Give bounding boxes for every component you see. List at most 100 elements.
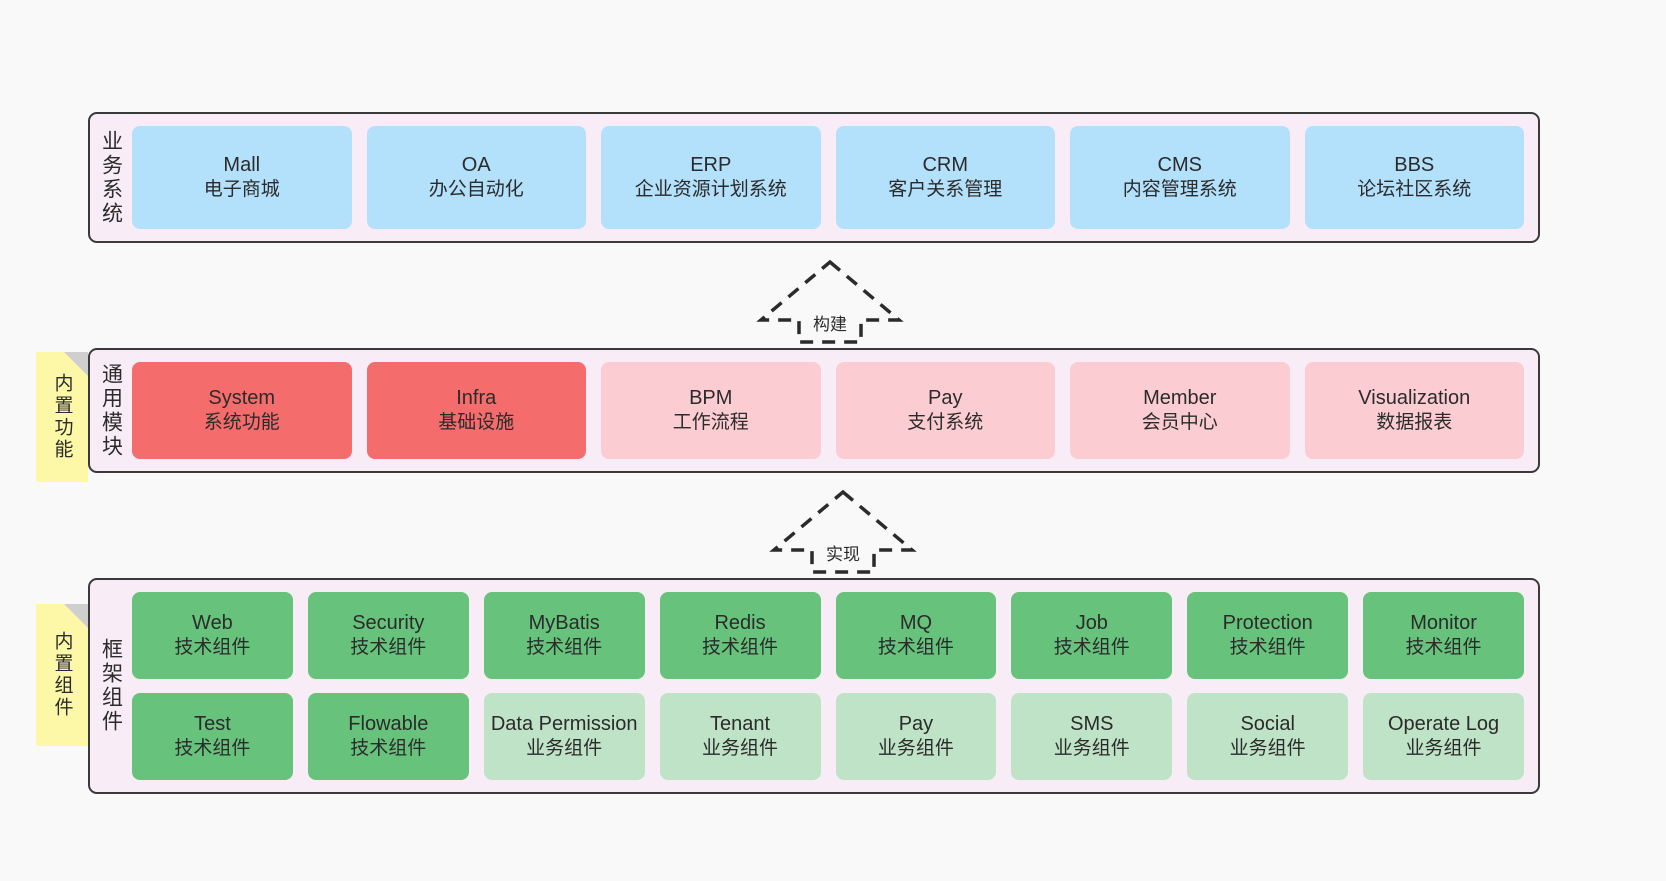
module-name-cn: 会员中心 <box>1141 412 1218 434</box>
module-name-en: Web <box>192 611 233 634</box>
module-name-en: CRM <box>922 153 969 176</box>
module-name-cn: 技术组件 <box>1053 637 1130 659</box>
module-name-cn: 技术组件 <box>174 637 251 659</box>
module-box-bpm[interactable]: BPM 工作流程 <box>601 362 821 459</box>
layer-title: 框架组件 <box>99 638 123 734</box>
module-box-visualization[interactable]: Visualization 数据报表 <box>1304 362 1524 459</box>
module-name-cn: 业务组件 <box>877 738 954 760</box>
module-name-en: Protection <box>1222 611 1313 634</box>
module-box-pay-business[interactable]: Pay 业务组件 <box>835 693 997 780</box>
module-name-cn: 技术组件 <box>350 637 427 659</box>
module-name-en: BBS <box>1394 153 1435 176</box>
module-row-business: Test 技术组件 Flowable 技术组件 Data Permission … <box>132 693 1524 780</box>
layer-framework-components: 框架组件 Web 技术组件 Security 技术组件 MyBatis 技术组件… <box>88 578 1540 794</box>
module-name-cn: 技术组件 <box>526 637 603 659</box>
module-name-en: Pay <box>898 712 934 735</box>
module-name-cn: 数据报表 <box>1376 412 1453 434</box>
folded-corner-icon <box>64 352 88 376</box>
side-note-builtin-components: 内置组件 <box>36 604 88 746</box>
module-name-en: Member <box>1143 386 1217 409</box>
module-box-member[interactable]: Member 会员中心 <box>1070 362 1290 459</box>
arrow-label: 构建 <box>811 310 849 335</box>
module-name-cn: 技术组件 <box>1405 637 1482 659</box>
module-name-cn: 技术组件 <box>877 637 954 659</box>
module-name-cn: 技术组件 <box>702 637 779 659</box>
module-box-cms[interactable]: CMS 内容管理系统 <box>1070 126 1290 229</box>
module-box-erp[interactable]: ERP 企业资源计划系统 <box>601 126 821 229</box>
module-name-en: CMS <box>1157 153 1202 176</box>
module-box-mall[interactable]: Mall 电子商城 <box>132 126 352 229</box>
module-box-infra[interactable]: Infra 基础设施 <box>366 362 586 459</box>
module-name-en: Flowable <box>348 712 429 735</box>
module-name-en: BPM <box>689 386 733 409</box>
layer-title: 通用模块 <box>99 362 123 459</box>
module-name-en: SMS <box>1070 712 1114 735</box>
module-name-cn: 办公自动化 <box>428 179 524 201</box>
module-name-en: MyBatis <box>528 611 600 634</box>
module-box-sms[interactable]: SMS 业务组件 <box>1011 693 1173 780</box>
arrow-implement: 实现 <box>768 488 918 574</box>
module-name-en: ERP <box>690 153 732 176</box>
module-name-en: Visualization <box>1358 386 1471 409</box>
module-box-crm[interactable]: CRM 客户关系管理 <box>835 126 1055 229</box>
module-name-cn: 客户关系管理 <box>888 179 1003 201</box>
module-name-en: System <box>208 386 276 409</box>
module-row-tech: Web 技术组件 Security 技术组件 MyBatis 技术组件 Redi… <box>132 592 1524 679</box>
module-box-tenant[interactable]: Tenant 业务组件 <box>659 693 821 780</box>
module-name-en: Test <box>194 712 231 735</box>
module-name-en: Monitor <box>1410 611 1477 634</box>
module-name-cn: 业务组件 <box>702 738 779 760</box>
module-box-operate-log[interactable]: Operate Log 业务组件 <box>1363 693 1524 780</box>
module-name-cn: 支付系统 <box>907 412 984 434</box>
module-box-redis[interactable]: Redis 技术组件 <box>659 592 821 679</box>
module-name-cn: 基础设施 <box>438 412 515 434</box>
folded-corner-icon <box>64 604 88 628</box>
module-name-en: Pay <box>928 386 963 409</box>
module-box-mq[interactable]: MQ 技术组件 <box>835 592 997 679</box>
module-box-protection[interactable]: Protection 技术组件 <box>1187 592 1349 679</box>
module-box-pay[interactable]: Pay 支付系统 <box>835 362 1055 459</box>
module-box-mybatis[interactable]: MyBatis 技术组件 <box>483 592 645 679</box>
module-row: System 系统功能 Infra 基础设施 BPM 工作流程 Pay 支付系统… <box>132 362 1524 459</box>
module-box-system[interactable]: System 系统功能 <box>132 362 352 459</box>
module-box-security[interactable]: Security 技术组件 <box>307 592 469 679</box>
side-note-label: 内置组件 <box>51 631 73 719</box>
arrow-label: 实现 <box>824 540 862 565</box>
module-name-cn: 工作流程 <box>672 412 749 434</box>
module-row: Mall 电子商城 OA 办公自动化 ERP 企业资源计划系统 CRM 客户关系… <box>132 126 1524 229</box>
module-name-cn: 系统功能 <box>203 412 280 434</box>
module-name-en: Tenant <box>710 712 771 735</box>
layer-title: 业务系统 <box>99 129 123 226</box>
module-name-cn: 技术组件 <box>350 738 427 760</box>
module-name-en: Data Permission <box>490 712 638 735</box>
module-name-cn: 电子商城 <box>203 179 280 201</box>
module-box-test[interactable]: Test 技术组件 <box>132 693 293 780</box>
module-box-job[interactable]: Job 技术组件 <box>1011 592 1173 679</box>
module-name-cn: 业务组件 <box>1229 738 1306 760</box>
module-name-en: Infra <box>456 386 497 409</box>
module-name-en: Mall <box>223 153 261 176</box>
module-box-oa[interactable]: OA 办公自动化 <box>366 126 586 229</box>
module-box-flowable[interactable]: Flowable 技术组件 <box>307 693 469 780</box>
module-box-bbs[interactable]: BBS 论坛社区系统 <box>1304 126 1524 229</box>
module-box-monitor[interactable]: Monitor 技术组件 <box>1363 592 1524 679</box>
arrow-build: 构建 <box>755 258 905 344</box>
module-name-cn: 技术组件 <box>174 738 251 760</box>
layer-body: Mall 电子商城 OA 办公自动化 ERP 企业资源计划系统 CRM 客户关系… <box>132 126 1524 229</box>
module-box-web[interactable]: Web 技术组件 <box>132 592 293 679</box>
side-note-builtin-features: 内置功能 <box>36 352 88 482</box>
module-name-en: OA <box>461 153 491 176</box>
module-name-cn: 论坛社区系统 <box>1357 179 1472 201</box>
module-name-cn: 内容管理系统 <box>1122 179 1237 201</box>
module-name-en: Redis <box>714 611 766 634</box>
layer-common-modules: 通用模块 System 系统功能 Infra 基础设施 BPM 工作流程 Pay… <box>88 348 1540 473</box>
module-box-social[interactable]: Social 业务组件 <box>1187 693 1349 780</box>
module-name-en: Job <box>1075 611 1108 634</box>
module-name-en: Social <box>1240 712 1295 735</box>
module-name-cn: 业务组件 <box>1053 738 1130 760</box>
module-name-en: Security <box>352 611 425 634</box>
layer-body: System 系统功能 Infra 基础设施 BPM 工作流程 Pay 支付系统… <box>132 362 1524 459</box>
module-name-en: Operate Log <box>1387 712 1500 735</box>
module-box-data-permission[interactable]: Data Permission 业务组件 <box>483 693 645 780</box>
